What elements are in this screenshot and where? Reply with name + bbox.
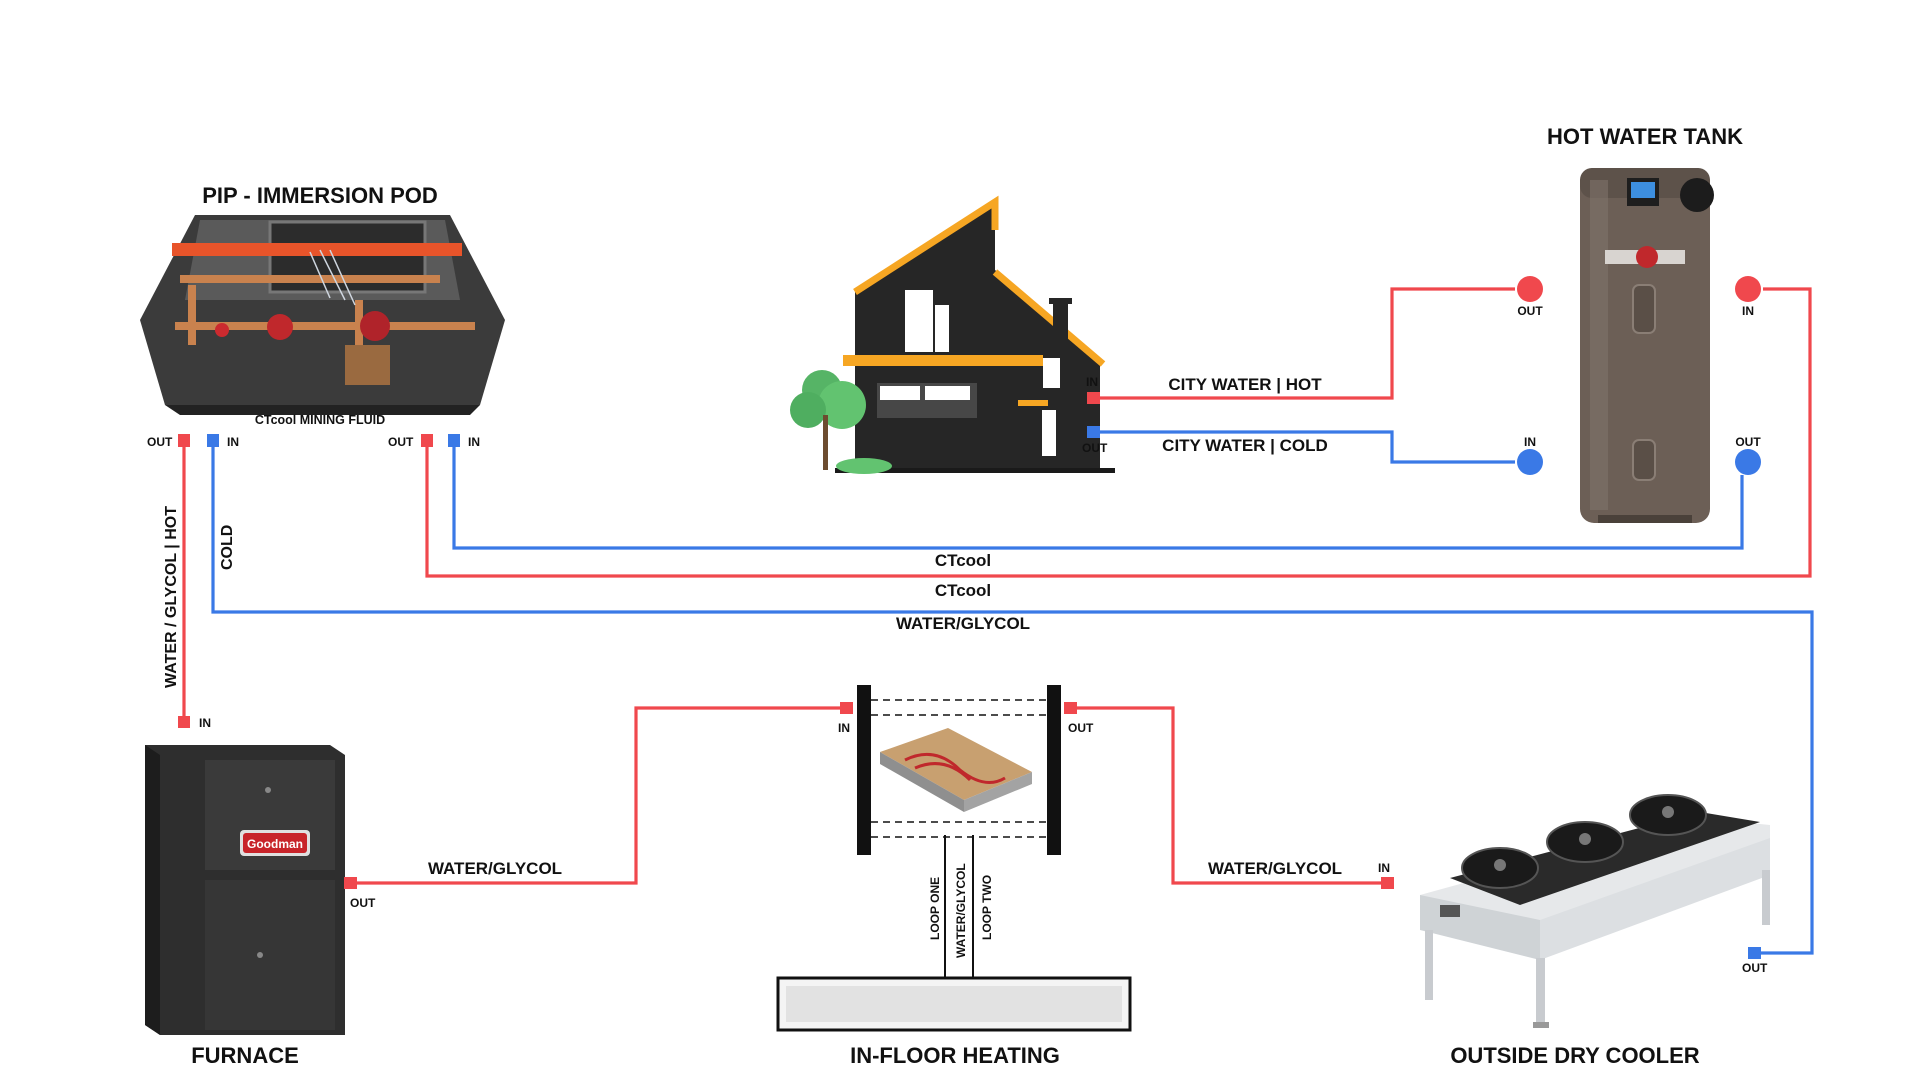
pipe-cooler-to-pip-cold	[211, 443, 1814, 955]
port-floor-out	[1064, 702, 1077, 714]
label-floor-in: IN	[838, 721, 850, 735]
floor-heating-icon	[776, 685, 1132, 1032]
port-tank-in-hot	[1735, 276, 1761, 302]
port-pip-out-left	[178, 434, 190, 447]
label-pip-out-left: OUT	[147, 435, 173, 449]
label-furnace-in: IN	[199, 716, 211, 730]
label-city-water-hot: CITY WATER | HOT	[1168, 375, 1322, 394]
tank-title: HOT WATER TANK	[1547, 124, 1743, 149]
label-pip-out-right: OUT	[388, 435, 414, 449]
pip-title: PIP - IMMERSION POD	[202, 183, 438, 208]
label-floor-out: OUT	[1068, 721, 1094, 735]
port-house-out	[1087, 426, 1100, 438]
pipe-ctcool-cold	[452, 443, 1744, 550]
pipe-city-water-hot	[1100, 287, 1515, 400]
label-loop-mid: WATER/GLYCOL	[954, 863, 968, 958]
label-city-water-cold: CITY WATER | COLD	[1162, 436, 1328, 455]
pipe-furnace-to-floor	[355, 706, 846, 885]
label-house-out: OUT	[1082, 441, 1108, 455]
port-pip-in-right	[448, 434, 460, 447]
pipe-city-water-cold	[1100, 430, 1515, 464]
label-pip-in-left: IN	[227, 435, 239, 449]
label-tank-out-cold: OUT	[1735, 435, 1761, 449]
port-pip-out-right	[421, 434, 433, 447]
port-cooler-in	[1381, 877, 1394, 889]
port-tank-in-cold	[1517, 449, 1543, 475]
furnace-title: FURNACE	[191, 1043, 299, 1068]
pipe-ctcool-hot	[425, 287, 1812, 578]
floor-title: IN-FLOOR HEATING	[850, 1043, 1060, 1068]
label-floor-to-cooler: WATER/GLYCOL	[1208, 859, 1342, 878]
label-pip-in-right: IN	[468, 435, 480, 449]
port-furnace-in	[178, 716, 190, 728]
furnace-brand: Goodman	[247, 837, 303, 851]
pip-caption: CTcool MINING FLUID	[255, 413, 385, 427]
label-cooler-out: OUT	[1742, 961, 1768, 975]
label-ctcool-2: CTcool	[935, 581, 991, 600]
label-tank-in-hot: IN	[1742, 304, 1754, 318]
label-loop-one: LOOP ONE	[928, 877, 942, 940]
port-furnace-out	[344, 877, 357, 889]
label-loop-two: LOOP TWO	[980, 875, 994, 940]
pipe-floor-to-cooler	[1064, 706, 1386, 885]
immersion-pod-icon	[140, 215, 505, 415]
water-heater-icon	[1580, 168, 1714, 523]
label-furnace-to-floor: WATER/GLYCOL	[428, 859, 562, 878]
label-water-glycol-main: WATER/GLYCOL	[896, 614, 1030, 633]
port-floor-in	[840, 702, 853, 714]
label-tank-in-cold: IN	[1524, 435, 1536, 449]
pipes	[182, 287, 1814, 955]
port-tank-out-cold	[1735, 449, 1761, 475]
port-house-in	[1087, 392, 1100, 404]
house-icon	[790, 195, 1115, 474]
dry-cooler-icon	[1420, 794, 1770, 1028]
label-ctcool-1: CTcool	[935, 551, 991, 570]
port-pip-in-left	[207, 434, 219, 447]
label-cooler-in: IN	[1378, 861, 1390, 875]
port-tank-out-hot	[1517, 276, 1543, 302]
label-tank-out-hot: OUT	[1517, 304, 1543, 318]
label-house-in: IN	[1086, 375, 1098, 389]
label-furnace-out: OUT	[350, 896, 376, 910]
port-cooler-out	[1748, 947, 1761, 959]
label-water-glycol-hot-vertical: WATER / GLYCOL | HOT	[163, 506, 180, 688]
furnace-icon	[145, 745, 345, 1035]
cooler-title: OUTSIDE DRY COOLER	[1450, 1043, 1699, 1068]
label-cold-vertical: COLD	[219, 525, 236, 570]
